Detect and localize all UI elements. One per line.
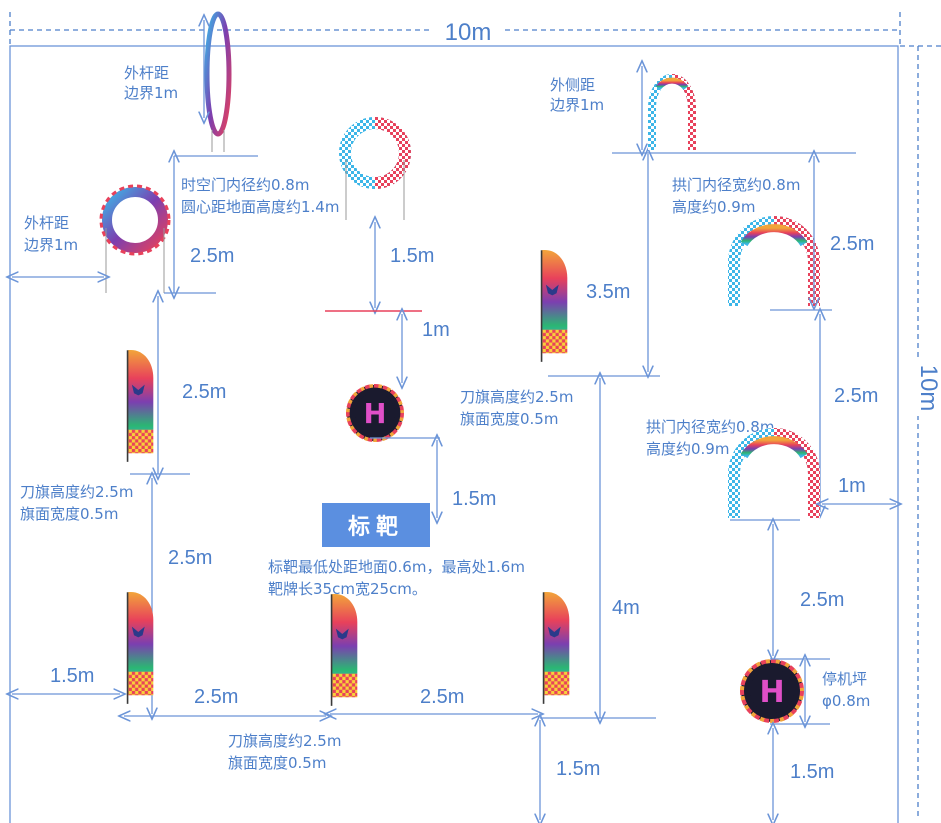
- dim-1-5m-a: 1.5m: [390, 245, 434, 267]
- dim-2-5m-h: 2.5m: [800, 589, 844, 611]
- dim-2-5m-c: 2.5m: [168, 547, 212, 569]
- arch-gate-label-1: 拱门内径宽约0.8m 高度约0.9m: [672, 176, 805, 216]
- ring-gate-left-icon: [99, 184, 171, 293]
- dim-2-5m-a: 2.5m: [190, 245, 234, 267]
- helipad-icon: [740, 659, 804, 723]
- flag-bottom-3-icon: [542, 591, 571, 705]
- ring-gate-edge-icon: [204, 11, 232, 152]
- dim-4m: 4m: [612, 597, 640, 619]
- dim-2-5m-f: 2.5m: [830, 233, 874, 255]
- arch-gate-right-1-icon: [728, 216, 820, 306]
- arch-gate-right-2-icon: [728, 428, 820, 518]
- target-label: 标靶: [322, 503, 430, 547]
- target-note: 标靶最低处距地面0.6m，最高处1.6m 靶牌长35cm宽25cm。: [268, 558, 530, 598]
- flag-bottom-1-icon: [126, 591, 155, 705]
- field-boundary: [9, 45, 899, 823]
- dim-1-5m-e: 1.5m: [790, 761, 834, 783]
- dim-2-5m-g: 2.5m: [834, 385, 878, 407]
- width-label: 10m: [445, 19, 492, 46]
- dim-1m-a: 1m: [422, 319, 450, 341]
- dim-2-5m-e: 2.5m: [420, 686, 464, 708]
- dim-2-5m-b: 2.5m: [182, 381, 226, 403]
- flag-label-2: 刀旗高度约2.5m 旗面宽度0.5m: [460, 388, 578, 428]
- flag-label-3: 刀旗高度约2.5m 旗面宽度0.5m: [228, 732, 346, 772]
- dim-3-5m: 3.5m: [586, 281, 630, 303]
- target-icon: [346, 384, 404, 442]
- flag-bottom-2-icon: [330, 593, 359, 707]
- height-label: 10m: [915, 365, 941, 412]
- arch-gate-top-icon: [648, 74, 696, 150]
- outer-side-label: 外侧距 边界1m: [550, 76, 604, 114]
- dim-1-5m-d: 1.5m: [556, 758, 600, 780]
- flag-label-1: 刀旗高度约2.5m 旗面宽度0.5m: [20, 483, 138, 523]
- ring-gate-label: 时空门内径约0.8m 圆心距地面高度约1.4m: [181, 176, 339, 216]
- flag-left-mid-icon: [126, 349, 155, 463]
- arch-gate-label-2: 拱门内径宽约0.8m 高度约0.9m: [646, 418, 779, 458]
- dim-1m-b: 1m: [838, 475, 866, 497]
- dim-1-5m-c: 1.5m: [50, 665, 94, 687]
- flag-mid-right-icon: [540, 249, 569, 363]
- helipad-label: 停机坪 φ0.8m: [822, 670, 872, 710]
- dim-1-5m-b: 1.5m: [452, 488, 496, 510]
- dim-2-5m-d: 2.5m: [194, 686, 238, 708]
- outer-pole-label-2: 外杆距 边界1m: [24, 214, 78, 254]
- outer-pole-label-1: 外杆距 边界1m: [124, 64, 178, 102]
- ring-gate-center-icon: [339, 117, 411, 220]
